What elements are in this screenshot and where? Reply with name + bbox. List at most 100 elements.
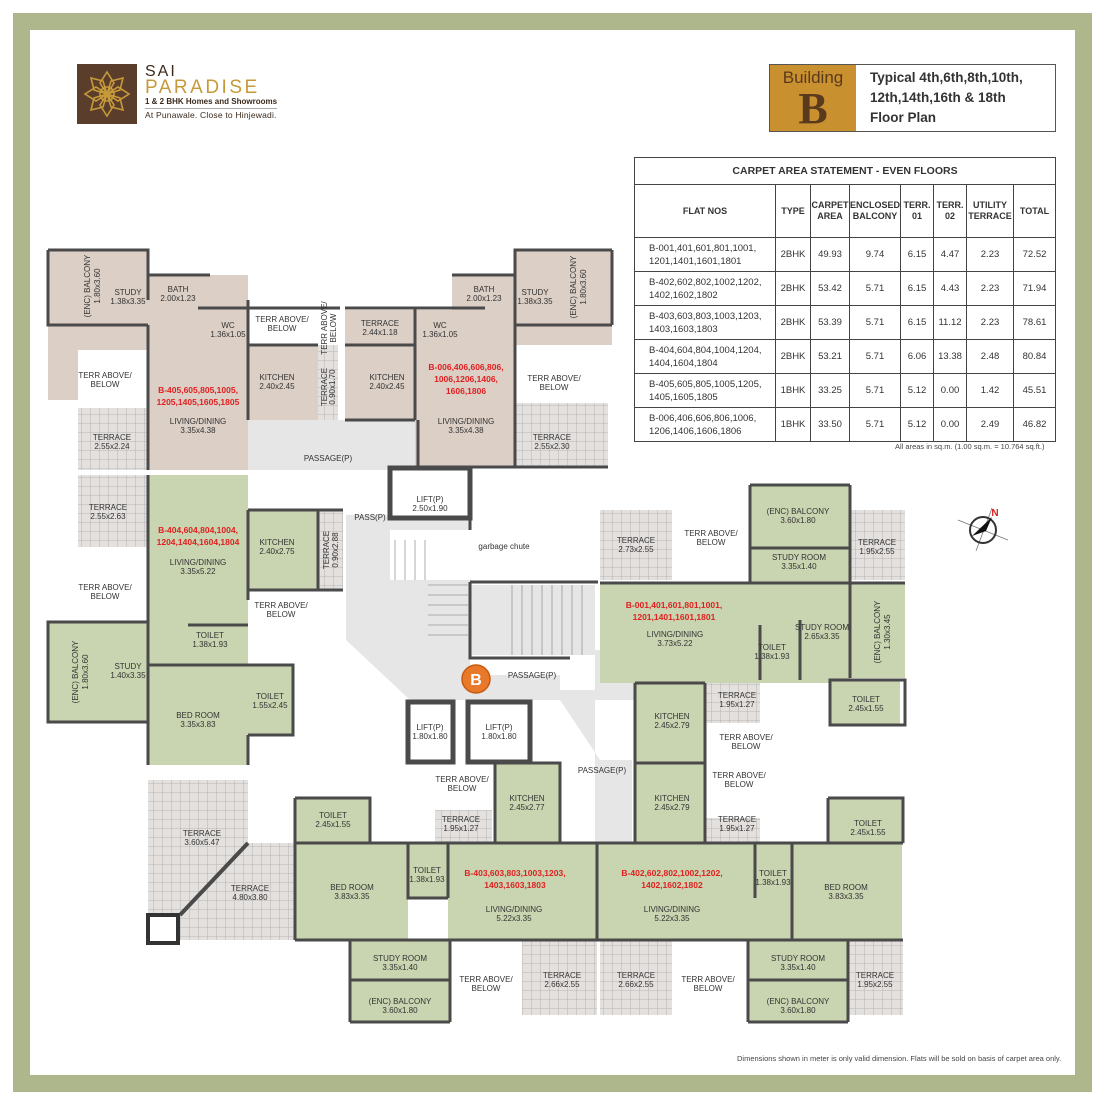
svg-text:PASSAGE(P): PASSAGE(P) — [578, 766, 627, 775]
svg-text:1.40x3.35: 1.40x3.35 — [110, 671, 146, 680]
svg-text:2.55x2.30: 2.55x2.30 — [534, 442, 570, 451]
svg-text:1.38x3.35: 1.38x3.35 — [110, 297, 146, 306]
svg-text:TOILET: TOILET — [196, 631, 224, 640]
svg-text:N: N — [991, 508, 998, 519]
svg-text:3.83x3.35: 3.83x3.35 — [828, 892, 864, 901]
svg-text:1403,1603,1803: 1403,1603,1803 — [484, 880, 546, 890]
table-row: B-404,604,804,1004,1204,1404,1604,1804 2… — [634, 339, 1056, 374]
svg-text:3.35x1.40: 3.35x1.40 — [781, 562, 817, 571]
svg-text:3.35x1.40: 3.35x1.40 — [780, 963, 816, 972]
svg-text:BELOW: BELOW — [472, 984, 501, 993]
svg-text:1.80x3.60: 1.80x3.60 — [579, 269, 588, 305]
svg-text:3.60x1.80: 3.60x1.80 — [382, 1006, 418, 1015]
svg-text:1.95x1.27: 1.95x1.27 — [443, 824, 479, 833]
svg-text:1.55x2.45: 1.55x2.45 — [252, 701, 288, 710]
svg-text:2.45x1.55: 2.45x1.55 — [848, 704, 884, 713]
brand-name-line2: PARADISE — [145, 77, 260, 98]
svg-text:TERRACE: TERRACE — [718, 815, 756, 824]
svg-text:STUDY ROOM: STUDY ROOM — [373, 954, 427, 963]
svg-text:1402,1602,1802: 1402,1602,1802 — [641, 880, 703, 890]
svg-text:TERRACE: TERRACE — [533, 433, 571, 442]
svg-text:TERR ABOVE/: TERR ABOVE/ — [255, 315, 309, 324]
svg-text:(ENC) BALCONY: (ENC) BALCONY — [873, 600, 882, 663]
svg-text:1.80x3.60: 1.80x3.60 — [81, 654, 90, 690]
flat-label-405: B-405,605,805,1005, — [158, 385, 238, 395]
floors-line-3: Floor Plan — [870, 110, 937, 125]
svg-text:2.00x1.23: 2.00x1.23 — [466, 294, 502, 303]
svg-text:LIVING/DINING: LIVING/DINING — [647, 630, 703, 639]
svg-text:BATH: BATH — [474, 285, 495, 294]
svg-text:2.55x2.24: 2.55x2.24 — [94, 442, 130, 451]
svg-text:STUDY: STUDY — [521, 288, 549, 297]
svg-text:TOILET: TOILET — [413, 866, 441, 875]
svg-text:BED ROOM: BED ROOM — [330, 883, 374, 892]
svg-text:BED ROOM: BED ROOM — [824, 883, 868, 892]
north-arrow-icon: N — [957, 507, 1009, 552]
building-letter: B — [798, 84, 828, 133]
svg-text:3.60x1.80: 3.60x1.80 — [780, 1006, 816, 1015]
svg-text:2.66x2.55: 2.66x2.55 — [618, 980, 654, 989]
svg-text:3.60x1.80: 3.60x1.80 — [780, 516, 816, 525]
svg-text:KITCHEN: KITCHEN — [369, 373, 404, 382]
svg-text:BELOW: BELOW — [268, 324, 297, 333]
flat-label-006: B-006,406,606,806, — [428, 362, 503, 372]
svg-text:1.38x1.93: 1.38x1.93 — [755, 878, 791, 887]
brand-logo: SAI PARADISE 1 & 2 BHK Homes and Showroo… — [77, 64, 278, 124]
col-carpet-area: CARPET AREA — [810, 184, 850, 238]
svg-text:1606,1806: 1606,1806 — [446, 386, 486, 396]
svg-text:TERR ABOVE/: TERR ABOVE/ — [684, 529, 738, 538]
svg-text:BELOW: BELOW — [91, 380, 120, 389]
svg-text:1204,1404,1604,1804: 1204,1404,1604,1804 — [157, 537, 240, 547]
svg-text:2.40x2.45: 2.40x2.45 — [259, 382, 295, 391]
svg-text:1.36x1.05: 1.36x1.05 — [210, 330, 246, 339]
building-title-box: Building B Typical 4th,6th,8th,10th, 12t… — [769, 64, 1056, 133]
svg-text:1.95x1.27: 1.95x1.27 — [719, 824, 755, 833]
floors-line-2: 12th,14th,16th & 18th — [870, 90, 1006, 105]
svg-text:TERRACE: TERRACE — [89, 503, 127, 512]
svg-text:2.45x2.79: 2.45x2.79 — [654, 721, 690, 730]
svg-text:TERRACE: TERRACE — [231, 884, 269, 893]
svg-text:2.66x2.55: 2.66x2.55 — [544, 980, 580, 989]
svg-text:TOILET: TOILET — [852, 695, 880, 704]
svg-text:STUDY: STUDY — [114, 662, 142, 671]
svg-text:TERRACE: TERRACE — [361, 319, 399, 328]
table-row: B-402,602,802,1002,1202,1402,1602,1802 2… — [634, 271, 1056, 306]
svg-text:TERR ABOVE/: TERR ABOVE/ — [527, 374, 581, 383]
svg-text:1205,1405,1605,1805: 1205,1405,1605,1805 — [157, 397, 240, 407]
svg-text:1.80x3.60: 1.80x3.60 — [93, 268, 102, 304]
svg-text:1.30x3.45: 1.30x3.45 — [883, 614, 892, 650]
table-row: B-006,406,606,806,1006,1206,1406,1606,18… — [634, 407, 1056, 442]
svg-text:(ENC) BALCONY: (ENC) BALCONY — [767, 997, 830, 1006]
svg-text:1.38x3.35: 1.38x3.35 — [517, 297, 553, 306]
svg-text:2.44x1.18: 2.44x1.18 — [362, 328, 398, 337]
flat-label-402: B-402,602,802,1002,1202, — [621, 868, 722, 878]
svg-text:(ENC) BALCONY: (ENC) BALCONY — [369, 997, 432, 1006]
svg-text:TERR ABOVE/: TERR ABOVE/ — [712, 771, 766, 780]
svg-text:1.38x1.93: 1.38x1.93 — [409, 875, 445, 884]
svg-text:5.22x3.35: 5.22x3.35 — [496, 914, 532, 923]
svg-text:3.35x1.40: 3.35x1.40 — [382, 963, 418, 972]
svg-text:WC: WC — [433, 321, 447, 330]
flat-label-001: B-001,401,601,801,1001, — [626, 600, 722, 610]
svg-text:LIVING/DINING: LIVING/DINING — [486, 905, 542, 914]
svg-text:3.35x5.22: 3.35x5.22 — [180, 567, 216, 576]
svg-text:STUDY ROOM: STUDY ROOM — [772, 553, 826, 562]
table-row: B-001,401,601,801,1001,1201,1401,1601,18… — [634, 237, 1056, 272]
flat-405-1bhk — [46, 248, 340, 470]
svg-text:WC: WC — [221, 321, 235, 330]
svg-text:TOILET: TOILET — [854, 819, 882, 828]
table-row: B-405,605,805,1005,1205,1405,1605,1805 1… — [634, 373, 1056, 408]
svg-text:TERRACE: TERRACE — [617, 971, 655, 980]
svg-text:KITCHEN: KITCHEN — [509, 794, 544, 803]
svg-text:PASSAGE(P): PASSAGE(P) — [508, 671, 557, 680]
svg-text:TOILET: TOILET — [256, 692, 284, 701]
svg-text:2.45x2.79: 2.45x2.79 — [654, 803, 690, 812]
svg-text:TERR ABOVE/: TERR ABOVE/ — [78, 371, 132, 380]
passage-label: PASSAGE(P) — [304, 454, 353, 463]
svg-text:KITCHEN: KITCHEN — [654, 794, 689, 803]
svg-text:LIVING/DINING: LIVING/DINING — [644, 905, 700, 914]
svg-text:1.38x1.93: 1.38x1.93 — [192, 640, 228, 649]
svg-text:BELOW: BELOW — [732, 742, 761, 751]
svg-text:STUDY: STUDY — [114, 288, 142, 297]
